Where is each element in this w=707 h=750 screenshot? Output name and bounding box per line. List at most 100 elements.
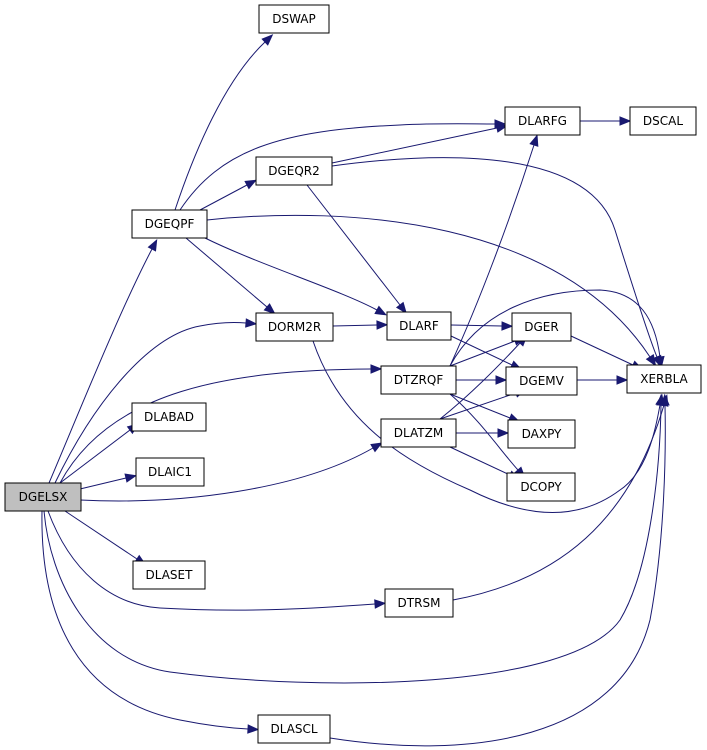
node-dscal[interactable]: DSCAL [629,106,697,136]
edge-line [439,392,517,420]
node-label: DGEMV [519,374,564,388]
node-dgemv[interactable]: DGEMV [505,366,578,396]
node-daxpy[interactable]: DAXPY [507,419,576,449]
node-label: DORM2R [268,320,321,334]
node-dlarf[interactable]: DLARF [386,311,452,341]
edge-dgelsx-to-dlaset [64,510,147,566]
node-dgeqr2[interactable]: DGEQR2 [255,156,333,186]
node-dtrsm[interactable]: DTRSM [384,588,454,618]
arrowhead [374,305,387,316]
edge-line [329,404,666,747]
node-box[interactable] [257,714,331,744]
edge-line [570,335,634,366]
edge-line [306,184,401,306]
node-label: DLARF [399,319,439,333]
node-box[interactable] [626,364,702,394]
node-label: DLABAD [144,410,194,424]
node-dgelsx[interactable]: DGELSX [4,482,82,512]
node-box[interactable] [255,312,334,342]
node-dger[interactable]: DGER [511,312,572,342]
node-dorm2r[interactable]: DORM2R [255,312,334,342]
edge-dgelsx-to-dorm2r [54,318,258,484]
arrowhead [655,355,665,369]
node-box[interactable] [380,418,457,448]
edge-dgeqr2-to-dlarfg [331,123,509,164]
arrowhead [660,393,670,406]
node-box[interactable] [507,419,576,449]
arrowhead [374,599,387,609]
edge-dgemv-to-xerbla [577,375,629,385]
edge-line [312,340,661,513]
edge-line [64,510,138,560]
edge-dgelsx-to-dgeqpf [48,238,158,484]
node-box[interactable] [629,106,697,136]
edge-dtzrqf-to-dlarfg [449,134,539,367]
node-dtzrqf[interactable]: DTZRQF [380,365,457,395]
node-dcopy[interactable]: DCOPY [506,472,576,502]
node-box[interactable] [132,560,206,590]
node-dlabad[interactable]: DLABAD [131,402,207,432]
edge-line [449,446,511,476]
node-box[interactable] [386,311,452,341]
edge-line [331,157,658,358]
node-dlascl[interactable]: DLASCL [257,714,331,744]
node-dlaic1[interactable]: DLAIC1 [135,457,205,487]
arrowhead [261,34,274,46]
node-box[interactable] [380,365,457,395]
edge-dgelsx-to-dlaic1 [79,473,138,490]
edge-line [452,404,665,601]
node-label: DLASCL [270,722,317,736]
node-dgeqpf[interactable]: DGEQPF [131,209,208,239]
node-label: DTRSM [398,596,441,610]
edge-line [79,477,127,490]
edge-dorm2r-to-xerbla [312,340,665,513]
arrowhead [395,301,407,314]
node-xerbla[interactable]: XERBLA [626,364,702,394]
edge-line [439,342,521,420]
node-dlaset[interactable]: DLASET [132,560,206,590]
edge-line [48,248,153,484]
edge-dgeqr2-to-dlarf [306,184,407,314]
edge-dgelsx-to-dlascl [41,510,260,734]
node-box[interactable] [505,366,578,396]
node-dlatzm[interactable]: DLATZM [380,418,457,448]
edge-dtzrqf-to-daxpy [449,393,521,423]
arrowhead [263,303,276,315]
edge-dgelsx-to-dtrsm [47,510,387,611]
arrowhead [619,116,632,126]
node-label: DLAIC1 [148,465,192,479]
node-box[interactable] [258,4,330,34]
edge-dgeqr2-to-xerbla [331,157,662,368]
node-box[interactable] [384,588,454,618]
edge-dlatzm-to-daxpy [456,428,510,438]
node-box[interactable] [506,472,576,502]
arrowhead [376,320,389,330]
node-box[interactable] [135,457,205,487]
node-box[interactable] [131,209,208,239]
node-box[interactable] [4,482,82,512]
edge-line [449,393,511,419]
edge-line [450,324,503,327]
edge-line [54,321,247,484]
edge-line [59,429,131,484]
node-label: DLATZM [394,426,443,440]
edge-dtzrqf-to-xerbla [449,289,665,369]
edge-line [449,144,535,367]
node-dlarfg[interactable]: DLARFG [504,106,581,136]
edge-dgeqpf-to-dlarf [204,237,387,316]
node-dswap[interactable]: DSWAP [258,4,330,34]
node-box[interactable] [255,156,333,186]
node-label: DGEQR2 [268,164,320,178]
node-box[interactable] [511,312,572,342]
edge-line [199,184,248,211]
arrowhead [495,375,508,385]
node-label: DSCAL [643,114,683,128]
arrowhead [529,134,539,147]
edge-dlarf-to-dger [450,321,514,331]
edge-line [449,340,516,367]
node-box[interactable] [131,402,207,432]
node-box[interactable] [504,106,581,136]
node-label: DCOPY [520,480,562,494]
